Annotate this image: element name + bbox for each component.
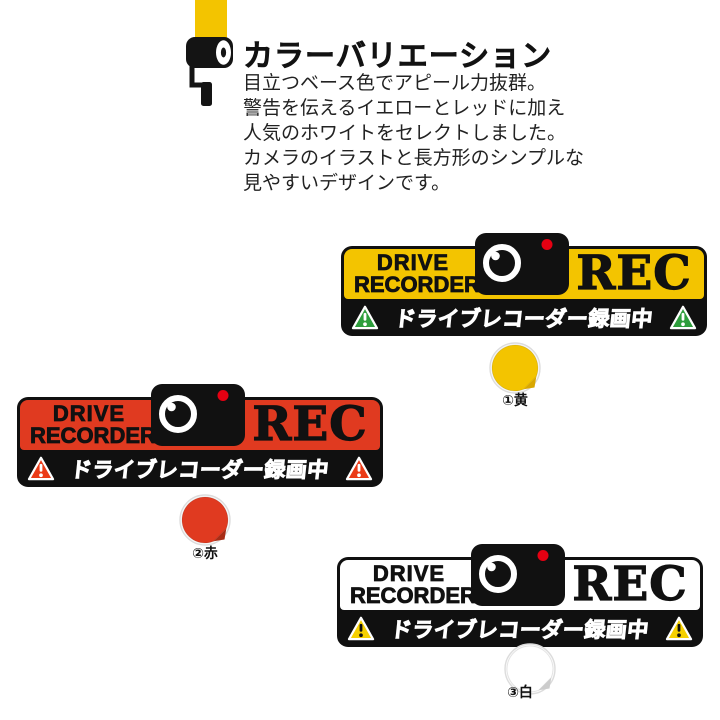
recording-banner: ドライブレコーダー録画中 — [17, 450, 383, 487]
drive-recorder-label: DRIVE RECORDER — [354, 250, 481, 297]
drive-recorder-label: DRIVE RECORDER — [350, 561, 477, 608]
paint-roller-icon — [186, 0, 233, 106]
description-line: 人気のホワイトをセレクトしました。 — [243, 123, 567, 144]
recording-text: ドライブレコーダー録画中 — [389, 618, 651, 642]
drive-recorder-label: DRIVE RECORDER — [30, 401, 157, 448]
recording-text: ドライブレコーダー録画中 — [393, 307, 655, 331]
rec-label: REC — [576, 246, 692, 301]
warning-triangle-icon — [345, 456, 373, 481]
warning-triangle-icon — [669, 305, 697, 330]
warning-triangle-icon — [665, 616, 693, 641]
warning-triangle-icon — [347, 616, 375, 641]
variant-label: ③白 — [507, 684, 533, 700]
sticker-yellow: DRIVE RECORDER REC ドライブレコーダー録画中 — [341, 233, 707, 336]
variant-label: ①黄 — [502, 392, 528, 408]
recording-text: ドライブレコーダー録画中 — [69, 458, 331, 482]
color-swatch-red — [179, 494, 231, 546]
warning-triangle-icon — [27, 456, 55, 481]
recorder-label: RECORDER — [30, 423, 157, 448]
description-line: 見やすいデザインです。 — [243, 173, 451, 194]
rec-label: REC — [572, 557, 688, 612]
recording-banner: ドライブレコーダー録画中 — [337, 610, 703, 647]
dashcam-camera-icon — [151, 384, 245, 446]
recorder-label: RECORDER — [354, 272, 481, 297]
rec-label: REC — [252, 397, 368, 452]
description-line: カメラのイラストと長方形のシンプルな — [243, 148, 585, 169]
drive-label: DRIVE — [372, 561, 446, 586]
description-line: 警告を伝えるイエローとレッドに加え — [243, 98, 566, 119]
dashcam-camera-icon — [475, 233, 569, 295]
drive-label: DRIVE — [376, 250, 450, 275]
color-swatch-yellow — [489, 342, 541, 394]
sticker-white: DRIVE RECORDER REC ドライブレコーダー録画中 — [337, 544, 703, 647]
warning-triangle-icon — [351, 305, 379, 330]
recording-banner: ドライブレコーダー録画中 — [341, 299, 707, 336]
dashcam-camera-icon — [471, 544, 565, 606]
variant-label: ②赤 — [192, 545, 218, 561]
sticker-face: DRIVE RECORDER REC — [344, 249, 704, 299]
sticker-red: DRIVE RECORDER REC ドライブレコーダー録画中 — [17, 384, 383, 487]
description-text: 目立つベース色でアピール力抜群。 警告を伝えるイエローとレッドに加え 人気のホワ… — [243, 71, 584, 196]
recorder-label: RECORDER — [350, 583, 477, 608]
description-line: 目立つベース色でアピール力抜群。 — [243, 73, 547, 94]
drive-label: DRIVE — [52, 401, 126, 426]
color-swatch-white — [504, 643, 556, 695]
page-title: カラーバリエーション — [243, 40, 553, 74]
